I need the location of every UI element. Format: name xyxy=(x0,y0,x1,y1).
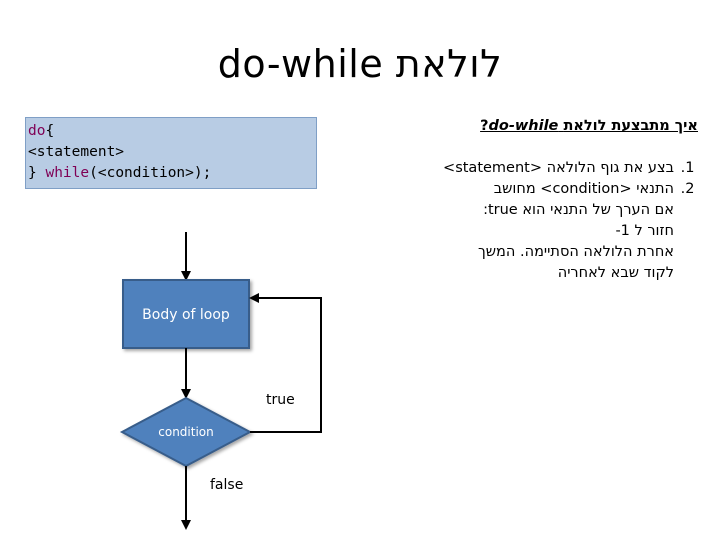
code-do-keyword: do xyxy=(28,123,46,139)
step-1-code: <statement> xyxy=(443,160,542,176)
explanation-panel: איך מתבצעת לולאת do-while? בצע את גוף הל… xyxy=(368,118,698,284)
step-2-text-end: מחושב xyxy=(493,181,536,197)
step-2: התנאי <condition> מחושב אם הערך של התנאי… xyxy=(368,179,676,284)
code-condition: (<condition>); xyxy=(89,165,212,181)
code-statement: <statement> xyxy=(28,144,125,160)
true-loop-back-arrow xyxy=(249,293,322,433)
code-close-brace: } xyxy=(28,165,46,181)
heading-code: do-while xyxy=(488,118,559,134)
step-2-text: התנאי xyxy=(636,181,674,197)
body-of-loop-label: Body of loop xyxy=(142,307,230,323)
title-code: do-while xyxy=(217,42,384,86)
code-open-brace: { xyxy=(45,123,55,139)
false-label: false xyxy=(210,477,243,493)
step-1-text: בצע את גוף הלולאה xyxy=(546,160,674,176)
heading-hebrew: איך מתבצעת לולאת xyxy=(563,118,698,134)
explanation-heading: איך מתבצעת לולאת do-while? xyxy=(368,118,698,134)
condition-label: condition xyxy=(158,425,213,439)
step-2-line-4: אחרת הלולאה הסתיימה. המשך xyxy=(478,244,674,260)
body-of-loop-box xyxy=(122,279,250,349)
steps-list: בצע את גוף הלולאה <statement> התנאי <con… xyxy=(368,158,698,284)
title-hebrew: לולאת xyxy=(395,42,503,86)
step-1: בצע את גוף הלולאה <statement> xyxy=(368,158,676,179)
true-label: true xyxy=(266,392,295,408)
heading-question-mark: ? xyxy=(480,118,489,134)
slide-title: do-while לולאת xyxy=(0,42,720,86)
code-while-keyword: while xyxy=(45,165,90,181)
step-2-line-2: אם הערך של התנאי הוא true: xyxy=(483,202,674,218)
step-2-line-5: לקוד שבא לאחריה xyxy=(557,265,674,281)
step-2-line-3: חזור ל 1- xyxy=(615,223,674,239)
code-snippet: do{ <statement> } while(<condition>); xyxy=(25,117,317,189)
step-2-code: <condition> xyxy=(540,181,632,197)
